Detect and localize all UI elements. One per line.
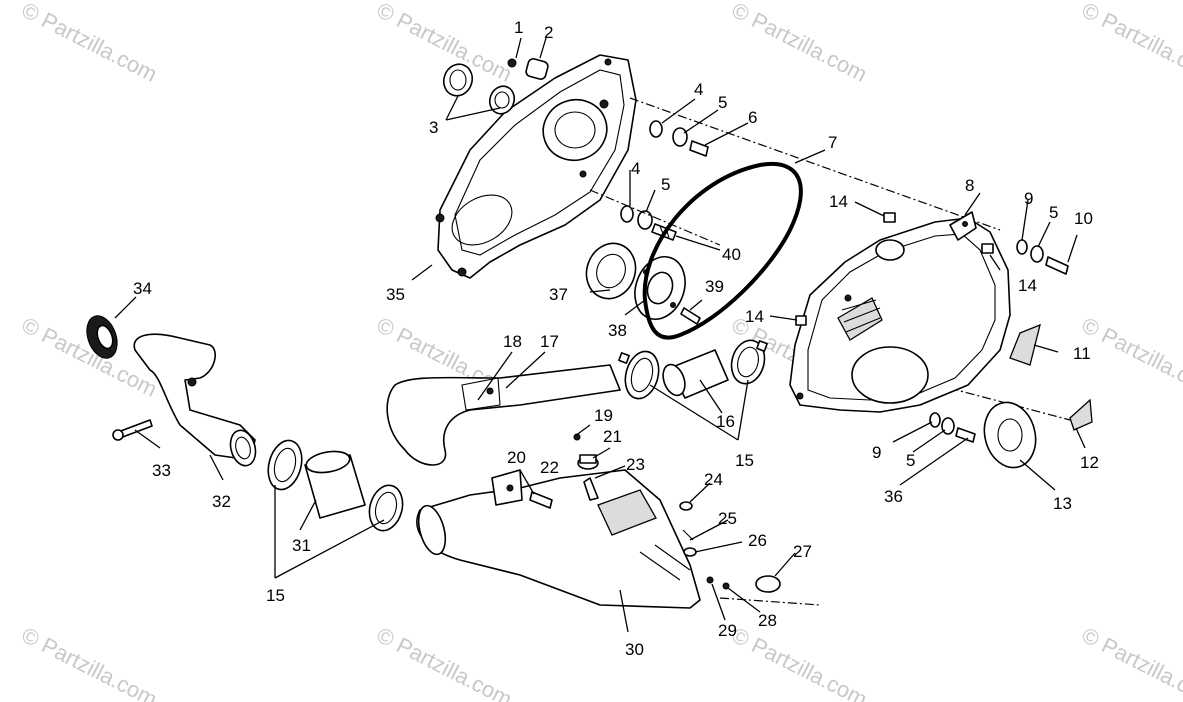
callout-8: 8 — [965, 176, 974, 195]
callout-5d: 5 — [906, 451, 915, 470]
drive-belt — [642, 161, 803, 340]
callout-19: 19 — [594, 406, 613, 425]
callout-5c: 5 — [1049, 203, 1058, 222]
callout-9b: 9 — [872, 443, 881, 462]
watermark-text: © Partzilla.com — [1078, 622, 1183, 702]
callout-20: 20 — [507, 448, 526, 467]
clamp-15-lower — [267, 439, 404, 532]
callout-9: 9 — [1024, 189, 1033, 208]
watermark-text: © Partzilla.com — [1078, 312, 1183, 402]
callout-29: 29 — [718, 621, 737, 640]
callout-27: 27 — [793, 542, 812, 561]
callout-24: 24 — [704, 470, 723, 489]
callout-15b: 15 — [266, 586, 285, 605]
callout-34: 34 — [133, 279, 152, 298]
callout-22: 22 — [540, 458, 559, 477]
hardware-small — [529, 433, 781, 593]
callout-17: 17 — [540, 332, 559, 351]
boot-31 — [304, 450, 366, 519]
callout-32: 32 — [212, 492, 231, 511]
outer-clutch-cover — [789, 211, 1011, 413]
callout-3: 3 — [429, 118, 438, 137]
callout-1: 1 — [514, 18, 523, 37]
right-bolt-group — [929, 239, 1069, 443]
callout-35: 35 — [386, 285, 405, 304]
bolt-39 — [680, 307, 701, 325]
cover-plate — [983, 401, 1037, 469]
intake-duct-30 — [416, 469, 701, 609]
decal-12 — [1069, 398, 1093, 431]
watermark-text: © Partzilla.com — [728, 622, 871, 702]
callout-7: 7 — [828, 133, 837, 152]
drive-seals — [585, 242, 686, 320]
inner-case-cover — [435, 54, 637, 279]
callout-30: 30 — [625, 640, 644, 659]
watermark-text: © Partzilla.com — [373, 0, 516, 87]
callout-16: 16 — [716, 412, 735, 431]
callout-39: 39 — [705, 277, 724, 296]
outlet-duct-32 — [133, 333, 257, 467]
callout-14b: 14 — [1018, 276, 1037, 295]
decal-11 — [1009, 323, 1041, 366]
callout-33: 33 — [152, 461, 171, 480]
bushing — [507, 58, 549, 80]
callout-5: 5 — [718, 93, 727, 112]
intake-duct-17 — [386, 364, 621, 466]
seal-34 — [86, 315, 118, 359]
boot-16 — [662, 349, 729, 399]
callout-labels: 1 2 3 4 5 6 7 4 5 8 9 5 10 14 40 14 39 1… — [133, 18, 1099, 659]
callout-36: 36 — [884, 487, 903, 506]
callout-18: 18 — [503, 332, 522, 351]
callout-40: 40 — [722, 245, 741, 264]
callout-12: 12 — [1080, 453, 1099, 472]
callout-37: 37 — [549, 285, 568, 304]
cover-plugs — [795, 212, 994, 326]
watermark-text: © Partzilla.com — [18, 0, 161, 87]
callout-23: 23 — [626, 455, 645, 474]
callout-26: 26 — [748, 531, 767, 550]
callout-14: 14 — [829, 192, 848, 211]
callout-21: 21 — [603, 427, 622, 446]
callout-31: 31 — [292, 536, 311, 555]
clamp-15-upper — [618, 339, 768, 400]
callout-11: 11 — [1073, 344, 1091, 363]
callout-38: 38 — [608, 321, 627, 340]
callout-25: 25 — [718, 509, 737, 528]
callout-5b: 5 — [661, 175, 670, 194]
watermark-text: © Partzilla.com — [373, 622, 516, 702]
callout-2: 2 — [544, 23, 553, 42]
callout-6: 6 — [748, 108, 757, 127]
watermark-text: © Partzilla.com — [18, 622, 161, 702]
watermark-text: © Partzilla.com — [728, 0, 871, 87]
callout-28: 28 — [758, 611, 777, 630]
watermark-text: © Partzilla.com — [1078, 0, 1183, 87]
leader-lines — [114, 37, 1086, 633]
callout-10: 10 — [1074, 209, 1093, 228]
callout-13: 13 — [1053, 494, 1072, 513]
callout-15: 15 — [735, 451, 754, 470]
seal-rings — [442, 63, 516, 115]
callout-4: 4 — [694, 80, 703, 99]
callout-4b: 4 — [631, 159, 640, 178]
callout-14c: 14 — [745, 307, 764, 326]
